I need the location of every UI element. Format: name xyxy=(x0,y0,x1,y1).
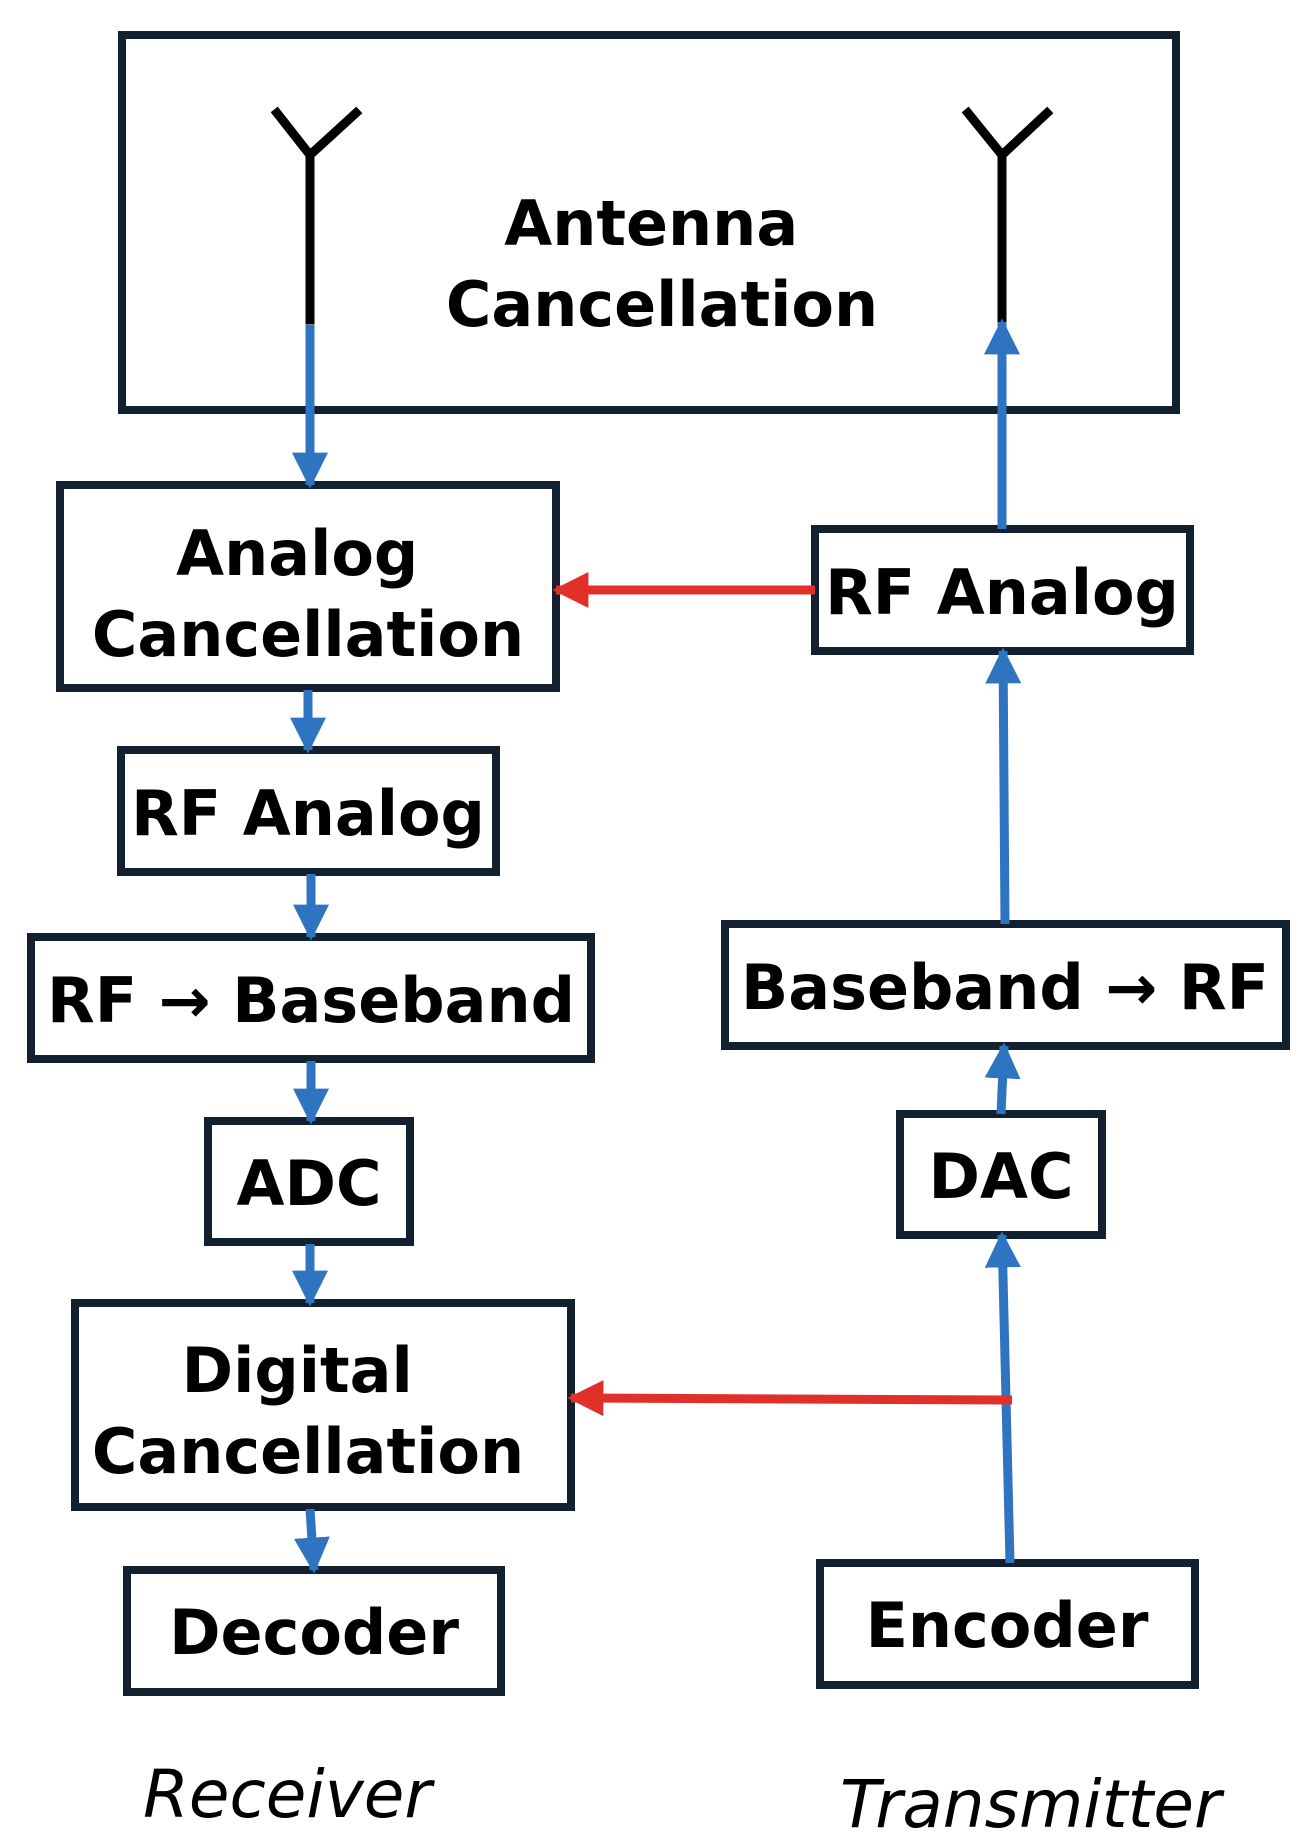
decoder-box xyxy=(123,1566,505,1696)
adc-label: ADC xyxy=(237,1147,382,1220)
analog-cancellation-label: Analog Cancellation xyxy=(92,517,524,671)
analog-cancellation-line-1: Analog xyxy=(176,517,418,590)
digital-cancellation-box xyxy=(71,1299,575,1511)
receiver-caption: Receiver xyxy=(143,1756,435,1833)
antenna-cancellation-line-2: Cancellation xyxy=(446,268,878,341)
antenna-cancellation-line-1: Antenna xyxy=(504,187,798,260)
dac-label: DAC xyxy=(929,1140,1074,1213)
transmitter-caption: Transmitter xyxy=(840,1766,1225,1843)
receive-antenna-icon xyxy=(270,106,363,325)
arrow-digital-cancellation-to-decoder xyxy=(293,1508,330,1574)
baseband-to-rf-box xyxy=(721,920,1290,1050)
rf-to-baseband-box xyxy=(27,933,595,1063)
digital-cancellation-label: Digital Cancellation xyxy=(92,1334,524,1488)
decoder-label: Decoder xyxy=(169,1596,459,1669)
digital-cancellation-line-2: Cancellation xyxy=(92,1415,524,1488)
tx-rf-analog-label: RF Analog xyxy=(825,556,1179,629)
arrow-baseband-rf-to-rf-analog xyxy=(985,647,1022,925)
encoder-box xyxy=(816,1559,1199,1689)
transmit-antenna-icon xyxy=(961,106,1054,325)
encoder-label: Encoder xyxy=(866,1589,1149,1662)
antenna-cancellation-label: Antenna Cancellation xyxy=(446,187,878,341)
arrow-encoder-to-digital-cancellation xyxy=(567,1380,1013,1417)
baseband-to-rf-label: Baseband → RF xyxy=(741,951,1269,1024)
rx-rf-analog-label: RF Analog xyxy=(131,777,485,850)
analog-cancellation-line-2: Cancellation xyxy=(92,598,524,671)
rf-to-baseband-label: RF → Baseband xyxy=(47,964,575,1037)
arrow-dac-to-baseband-rf xyxy=(984,1042,1021,1115)
digital-cancellation-line-1: Digital xyxy=(182,1334,413,1407)
rx-rf-analog-box xyxy=(117,746,500,876)
